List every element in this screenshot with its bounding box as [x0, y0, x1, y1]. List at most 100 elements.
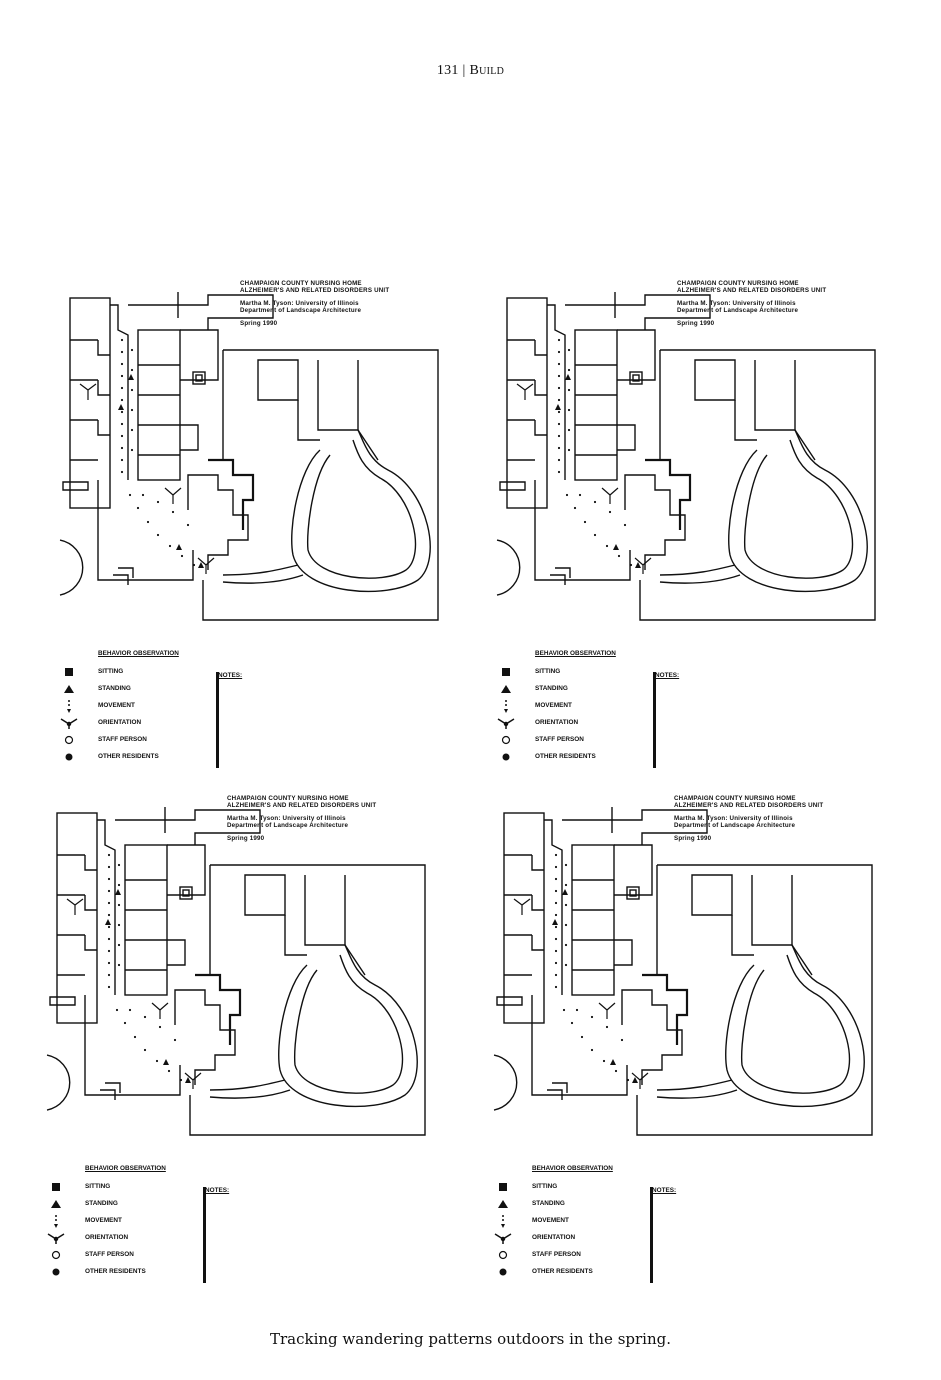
legend-label: STAFF PERSON — [98, 736, 147, 743]
season-line: Spring 1990 — [240, 319, 278, 327]
season-line: Spring 1990 — [677, 319, 715, 327]
orientation-icon — [60, 718, 78, 729]
orientation-marks — [516, 383, 652, 574]
legend-item-standing: STANDING — [492, 1200, 692, 1217]
season-line: Spring 1990 — [674, 834, 712, 842]
movement-trail — [105, 853, 191, 1083]
orientation-icon — [494, 1233, 512, 1244]
triangle-icon — [501, 685, 511, 693]
legend-item-movement: MOVEMENT — [492, 1215, 692, 1234]
author-line: Martha M. Tyson: University of Illinois — [677, 299, 796, 307]
filled-circle-icon — [502, 753, 510, 761]
notes-rule — [203, 1187, 206, 1283]
dotted-arrow-icon — [504, 700, 508, 713]
author-line: Martha M. Tyson: University of Illinois — [240, 299, 359, 307]
header-separator: | — [462, 63, 466, 78]
figure-caption: Tracking wandering patterns outdoors in … — [269, 1330, 671, 1348]
notes-label: NOTES: — [205, 1187, 230, 1194]
drawing-title-block: CHAMPAIGN COUNTY NURSING HOME ALZHEIMER'… — [677, 280, 927, 327]
behavior-legend: BEHAVIOR OBSERVATION SITTING STANDING MO… — [492, 1165, 692, 1285]
legend-label: STANDING — [85, 1200, 118, 1207]
legend-item-staff: STAFF PERSON — [492, 1250, 692, 1268]
legend-label: MOVEMENT — [98, 702, 135, 709]
panel-bottom-left: CHAMPAIGN COUNTY NURSING HOME ALZHEIMER'… — [45, 795, 485, 1295]
legend-item-staff: STAFF PERSON — [495, 735, 695, 753]
legend-title: BEHAVIOR OBSERVATION — [98, 650, 179, 657]
movement-trail — [118, 338, 204, 568]
legend-label: ORIENTATION — [532, 1234, 576, 1241]
notes-rule — [650, 1187, 653, 1283]
panel-bottom-right: CHAMPAIGN COUNTY NURSING HOME ALZHEIMER'… — [492, 795, 932, 1295]
legend-title: BEHAVIOR OBSERVATION — [535, 650, 616, 657]
legend-item-orientation: ORIENTATION — [58, 718, 258, 736]
unit-name: ALZHEIMER'S AND RELATED DISORDERS UNIT — [227, 802, 377, 810]
square-icon — [502, 668, 510, 676]
legend-label: OTHER RESIDENTS — [98, 753, 159, 760]
legend-item-sitting: SITTING — [495, 668, 695, 685]
legend-item-standing: STANDING — [58, 685, 258, 702]
legend-title: BEHAVIOR OBSERVATION — [532, 1165, 613, 1172]
legend-label: ORIENTATION — [535, 719, 579, 726]
panel-top-right: CHAMPAIGN COUNTY NURSING HOME ALZHEIMER'… — [495, 280, 935, 780]
department-line: Department of Landscape Architecture — [674, 822, 796, 830]
legend-title: BEHAVIOR OBSERVATION — [85, 1165, 166, 1172]
unit-name: ALZHEIMER'S AND RELATED DISORDERS UNIT — [240, 287, 390, 295]
legend-label: MOVEMENT — [532, 1217, 569, 1224]
hollow-circle-icon — [501, 735, 511, 745]
legend-label: SITTING — [535, 668, 561, 675]
site-plan-drawing — [46, 807, 426, 1136]
drawing-title-block: CHAMPAIGN COUNTY NURSING HOME ALZHEIMER'… — [674, 795, 924, 842]
unit-name: ALZHEIMER'S AND RELATED DISORDERS UNIT — [677, 287, 827, 295]
legend-item-orientation: ORIENTATION — [492, 1233, 692, 1251]
triangle-icon — [51, 1200, 61, 1208]
panel-top-left: CHAMPAIGN COUNTY NURSING HOME ALZHEIMER'… — [58, 280, 498, 780]
legend-label: SITTING — [532, 1183, 558, 1190]
behavior-legend: BEHAVIOR OBSERVATION SITTING STANDING MO… — [58, 650, 258, 770]
facility-name: CHAMPAIGN COUNTY NURSING HOME — [240, 280, 362, 287]
drawing-title-block: CHAMPAIGN COUNTY NURSING HOME ALZHEIMER'… — [240, 280, 490, 327]
notes-label: NOTES: — [652, 1187, 677, 1194]
legend-label: ORIENTATION — [98, 719, 142, 726]
dotted-arrow-icon — [501, 1215, 505, 1228]
facility-name: CHAMPAIGN COUNTY NURSING HOME — [227, 795, 349, 802]
notes-rule — [653, 672, 656, 768]
movement-trail — [555, 338, 641, 568]
department-line: Department of Landscape Architecture — [227, 822, 349, 830]
department-line: Department of Landscape Architecture — [677, 307, 799, 315]
site-plan-drawing — [496, 292, 876, 621]
legend-label: MOVEMENT — [85, 1217, 122, 1224]
legend-label: STANDING — [98, 685, 131, 692]
drawing-title-block: CHAMPAIGN COUNTY NURSING HOME ALZHEIMER'… — [227, 795, 477, 842]
dotted-arrow-icon — [67, 700, 71, 713]
hollow-circle-icon — [64, 735, 74, 745]
author-line: Martha M. Tyson: University of Illinois — [674, 814, 793, 822]
notes-label: NOTES: — [655, 672, 680, 679]
legend-item-movement: MOVEMENT — [45, 1215, 245, 1234]
orientation-marks — [513, 898, 649, 1089]
legend-label: OTHER RESIDENTS — [532, 1268, 593, 1275]
triangle-icon — [498, 1200, 508, 1208]
legend-label: STAFF PERSON — [532, 1251, 581, 1258]
legend-label: SITTING — [98, 668, 124, 675]
behavior-legend: BEHAVIOR OBSERVATION SITTING STANDING MO… — [495, 650, 695, 770]
orientation-icon — [47, 1233, 65, 1244]
legend-item-staff: STAFF PERSON — [45, 1250, 245, 1268]
hollow-circle-icon — [51, 1250, 61, 1260]
legend-label: OTHER RESIDENTS — [535, 753, 596, 760]
legend-item-orientation: ORIENTATION — [45, 1233, 245, 1251]
page-number: 131 — [436, 63, 459, 78]
legend-item-standing: STANDING — [45, 1200, 245, 1217]
legend-label: OTHER RESIDENTS — [85, 1268, 146, 1275]
triangle-icon — [64, 685, 74, 693]
legend-item-residents: OTHER RESIDENTS — [495, 753, 695, 770]
square-icon — [65, 668, 73, 676]
site-plan-drawing — [493, 807, 873, 1136]
legend-item-sitting: SITTING — [45, 1183, 245, 1200]
legend-label: ORIENTATION — [85, 1234, 129, 1241]
legend-label: SITTING — [85, 1183, 111, 1190]
site-plan-drawing — [59, 292, 439, 621]
filled-circle-icon — [65, 753, 73, 761]
legend-label: STANDING — [532, 1200, 565, 1207]
filled-circle-icon — [499, 1268, 507, 1276]
author-line: Martha M. Tyson: University of Illinois — [227, 814, 346, 822]
